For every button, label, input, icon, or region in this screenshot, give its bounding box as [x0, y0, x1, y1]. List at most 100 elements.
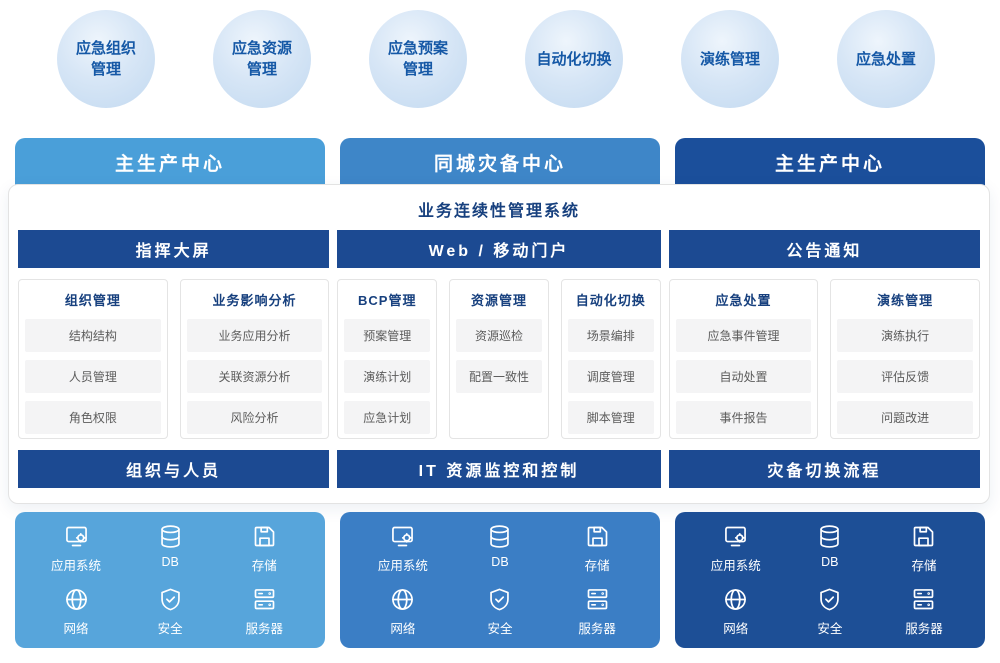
infra-item: 存储 [217, 523, 311, 574]
infra-item: 服务器 [877, 586, 971, 637]
section-header-bar: 指挥大屏 [18, 230, 330, 268]
server-icon [587, 589, 607, 610]
database-icon [820, 525, 840, 548]
infra-item-label: DB [821, 555, 839, 569]
feature-circle: 应急组织 管理 [57, 10, 155, 108]
infra-item-label: 安全 [157, 622, 183, 636]
section-footer-bar: 灾备切换流程 [668, 450, 980, 488]
module-card: 演练管理演练执行评估反馈问题改进 [830, 279, 980, 439]
section-header-bar: 公告通知 [668, 230, 980, 268]
module-card-title: 业务影响分析 [212, 293, 297, 308]
module-card-item: 应急计划 [344, 401, 431, 434]
security-icon [490, 588, 510, 611]
infra-item: DB [451, 523, 548, 574]
infra-item-label: 存储 [584, 559, 610, 573]
feature-circle: 应急处置 [837, 10, 935, 108]
module-card-item: 应急事件管理 [675, 319, 812, 352]
module-card: 组织管理结构结构人员管理角色权限 [18, 279, 168, 439]
network-icon [725, 589, 747, 610]
infra-item-label: 服务器 [905, 622, 943, 636]
module-card-item: 调度管理 [567, 360, 654, 393]
infra-item: 网络 [29, 586, 123, 637]
section-header-label: 指挥大屏 [135, 243, 212, 260]
section-header-label: 公告通知 [786, 243, 863, 260]
infra-panel: 应用系统 DB 存储网络 安全 服务器 [674, 512, 985, 648]
center-header-bar: 主生产中心 [675, 138, 985, 186]
section-footer-label: 灾备切换流程 [767, 463, 882, 480]
module-card-item: 角色权限 [25, 401, 161, 434]
network-icon [65, 589, 87, 610]
center-headers-row: 主生产中心 同城灾备中心 主生产中心 [15, 138, 985, 186]
app-system-icon [65, 526, 87, 547]
center-header-label: 主生产中心 [114, 153, 225, 175]
module-card-item: 结构结构 [25, 319, 161, 352]
infra-item-label: 服务器 [578, 622, 616, 636]
feature-circle: 应急资源 管理 [213, 10, 311, 108]
app-system-icon [392, 526, 414, 547]
infra-item: 应用系统 [689, 523, 783, 574]
module-card-item: 业务应用分析 [186, 319, 323, 352]
infra-item: DB [783, 523, 877, 574]
module-card-item: 事件报告 [675, 401, 812, 434]
storage-icon [914, 526, 934, 547]
database-icon [490, 525, 510, 548]
center-header-label: 同城灾备中心 [433, 153, 566, 175]
infra-item: 网络 [354, 586, 451, 637]
section-footer-bar: 组织与人员 [18, 450, 330, 488]
server-icon [914, 589, 934, 610]
feature-circle-label: 应急组织 管理 [75, 40, 136, 78]
module-card-item: 人员管理 [25, 360, 161, 393]
infra-item: 存储 [549, 523, 646, 574]
infra-item-label: DB [491, 555, 509, 569]
database-icon [160, 525, 180, 548]
section-footer-bars: 组织与人员 IT 资源监控和控制 灾备切换流程 [18, 450, 980, 488]
module-card-item: 预案管理 [344, 319, 431, 352]
infra-item-label: 网络 [723, 622, 749, 636]
infra-item-label: 存储 [911, 559, 937, 573]
infra-item-label: 安全 [817, 622, 843, 636]
section-footer-label: 组织与人员 [126, 463, 222, 480]
infra-item: 安全 [123, 586, 217, 637]
module-card-title: 组织管理 [64, 293, 121, 308]
module-card-item: 问题改进 [837, 401, 973, 434]
infra-item-label: 应用系统 [710, 559, 761, 573]
infra-item-label: DB [161, 555, 179, 569]
section-header-bar: Web / 移动门户 [337, 230, 661, 268]
security-icon [820, 588, 840, 611]
module-card: 应急处置应急事件管理自动处置事件报告 [668, 279, 819, 439]
infra-item: 安全 [451, 586, 548, 637]
module-card: 自动化切换场景编排调度管理脚本管理 [560, 279, 661, 439]
module-card-item: 配置一致性 [456, 360, 542, 393]
feature-circle: 演练管理 [681, 10, 779, 108]
infra-item: 安全 [783, 586, 877, 637]
infra-item-label: 网络 [390, 622, 416, 636]
infra-item-label: 安全 [487, 622, 513, 636]
module-card-item: 风险分析 [186, 401, 323, 434]
infra-item: 服务器 [549, 586, 646, 637]
module-card-title: BCP管理 [358, 293, 417, 308]
infra-item-label: 应用系统 [51, 559, 102, 573]
infra-item-label: 网络 [63, 622, 89, 636]
module-card-title: 资源管理 [470, 293, 527, 308]
infra-item: 存储 [877, 523, 971, 574]
feature-circle-label: 应急预案 管理 [387, 40, 448, 78]
center-header-bar: 同城灾备中心 [340, 138, 660, 186]
infra-item: DB [123, 523, 217, 574]
feature-circle-label: 应急处置 [855, 50, 916, 68]
module-group: BCP管理预案管理演练计划应急计划资源管理资源巡检配置一致性自动化切换场景编排调… [337, 279, 661, 439]
storage-icon [254, 526, 275, 547]
infra-item-label: 服务器 [245, 622, 283, 636]
module-card: 资源管理资源巡检配置一致性 [449, 279, 549, 439]
module-card-title: 自动化切换 [575, 293, 646, 308]
security-icon [160, 588, 180, 611]
feature-circle: 应急预案 管理 [369, 10, 467, 108]
module-card-item: 场景编排 [567, 319, 654, 352]
section-footer-label: IT 资源监控和控制 [418, 463, 580, 480]
infra-item: 应用系统 [29, 523, 123, 574]
infra-item-label: 存储 [251, 559, 277, 573]
section-footer-bar: IT 资源监控和控制 [337, 450, 661, 488]
center-header-bar: 主生产中心 [15, 138, 325, 186]
module-card-item: 自动处置 [675, 360, 812, 393]
